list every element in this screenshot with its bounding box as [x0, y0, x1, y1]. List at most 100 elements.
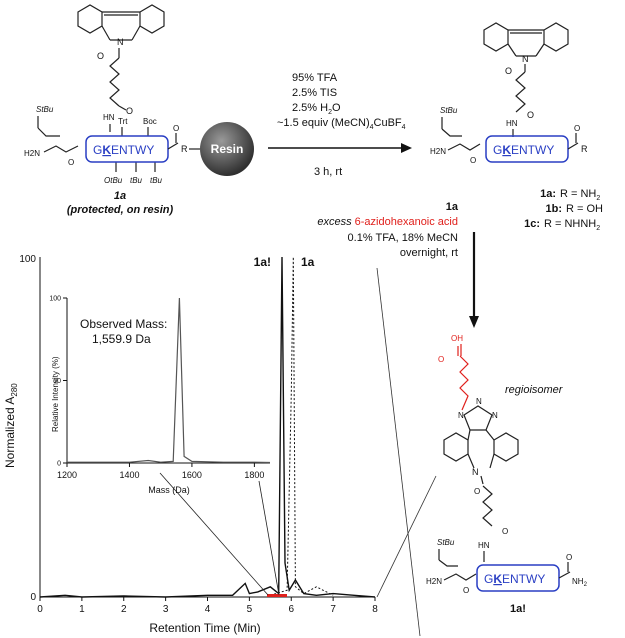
arrowhead-2: [469, 316, 479, 328]
inset-connector-2: [258, 480, 280, 596]
atom-o: O: [97, 51, 104, 61]
product-carbonyl-o-2: O: [574, 124, 580, 133]
atom-n: N: [117, 37, 124, 47]
reaction-step-1: 95% TFA 2.5% TIS 2.5% H2O ~1.5 equiv (Me…: [268, 72, 412, 178]
triazole-n2: N: [476, 397, 482, 406]
main-y-label: Normalized A280: [3, 383, 19, 468]
mass-spectrum-line: [67, 297, 271, 464]
product-atom-o-2: O: [527, 110, 534, 120]
regio-carbonyl-o: O: [463, 586, 469, 595]
step2-compound: 1a: [446, 201, 459, 213]
reagent-copper: ~1.5 equiv (MeCN)4CuBF4: [277, 117, 406, 131]
retention-marker: [267, 594, 287, 597]
inset-ytick-label: 0: [57, 461, 61, 468]
step2-time: overnight, rt: [400, 247, 458, 259]
inset-xtick-label: 1600: [182, 470, 202, 480]
product-r: R: [581, 144, 588, 154]
stbu-label: StBu: [36, 105, 54, 114]
regio-atom-o: O: [474, 487, 480, 496]
nh-label: HN: [103, 113, 115, 122]
step2-solvent: 0.1% TFA, 18% MeCN: [348, 232, 459, 244]
carbonyl-o: O: [68, 158, 74, 167]
inset-series-group: [67, 297, 271, 464]
step2-acid: excess 6-azidohexanoic acid: [317, 216, 458, 228]
r-def-1a: R = NH2: [560, 188, 600, 202]
tbu-label-1: tBu: [130, 176, 143, 185]
zoom-line-lower: [376, 475, 437, 598]
product-carbonyl-o: O: [470, 156, 476, 165]
r-def-1c: R = NHNH2: [544, 218, 600, 232]
r-def-1a-label: 1a:: [540, 188, 556, 200]
peak-label-1a: 1a: [301, 255, 315, 269]
regio-peptide-sequence: GKENTWY: [484, 572, 545, 586]
main-ytick-0: 0: [30, 592, 36, 603]
inset-xtick-label: 1800: [244, 470, 264, 480]
main-xtick-label: 5: [247, 604, 253, 615]
main-xtick-label: 8: [372, 604, 378, 615]
regio-nh: HN: [478, 541, 490, 550]
hplc-chromatogram: 100 0 Normalized A280 Retention Time (Mi…: [3, 254, 378, 635]
inset-ytick-label: 100: [49, 296, 61, 303]
main-xtick-label: 4: [205, 604, 211, 615]
series-line-1a-prime: [39, 256, 376, 598]
main-xtick-label: 3: [163, 604, 169, 615]
r-def-1b: R = OH: [566, 203, 603, 215]
main-x-label: Retention Time (Min): [149, 621, 260, 635]
regio-stbu: StBu: [437, 538, 455, 547]
regio-h2n: H2N: [426, 577, 442, 586]
product-stbu: StBu: [440, 106, 458, 115]
hexanoic-linker: [459, 355, 469, 411]
product-atom-o: O: [505, 66, 512, 76]
otbu-label: OtBu: [104, 176, 123, 185]
triazole-n1: N: [458, 411, 464, 420]
reagent-water: 2.5% H2O: [292, 102, 341, 116]
r-def-1c-label: 1c:: [524, 218, 540, 230]
azocine-n: N: [472, 467, 479, 477]
regio-compound-label: 1a!: [510, 603, 526, 615]
h2n-label: H2N: [24, 149, 40, 158]
acid-o: O: [438, 355, 444, 364]
regioisomer-structure: OH O regioisomer N N N N O O HN StBu H2N…: [426, 334, 588, 615]
inset-background: [67, 298, 270, 468]
reaction-step-2: 1a excess 6-azidohexanoic acid 0.1% TFA,…: [317, 201, 479, 328]
inset-x-label: Mass (Da): [148, 485, 190, 495]
triazole-n3: N: [492, 411, 498, 420]
main-xtick-label: 7: [330, 604, 336, 615]
observed-mass-value: 1,559.9 Da: [92, 332, 151, 346]
reagent-time: 3 h, rt: [314, 166, 342, 178]
resin-bead: [200, 122, 254, 176]
r-def-1b-label: 1b:: [546, 203, 563, 215]
acid-oh: OH: [451, 334, 463, 343]
regio-carbonyl-o-2: O: [566, 553, 572, 562]
peak-label-1a-prime: 1a!: [254, 255, 271, 269]
main-xtick-label: 1: [79, 604, 85, 615]
resin-label: Resin: [211, 142, 244, 156]
inset-x-ticks: 1200 1400 1600 1800: [57, 463, 264, 480]
protected-caption: (protected, on resin): [67, 204, 174, 216]
peptide-sequence: GKENTWY: [93, 143, 154, 157]
product-nh: HN: [506, 119, 518, 128]
main-xtick-label: 0: [37, 604, 43, 615]
protected-peptide-structure: N O O HN StBu H2N O Trt Boc OtBu tBu tBu…: [24, 4, 254, 216]
product-atom-n: N: [522, 54, 529, 64]
main-ytick-100: 100: [19, 254, 36, 265]
product-h2n: H2N: [430, 147, 446, 156]
product-peptide-sequence: GKENTWY: [493, 143, 554, 157]
regio-nh2: NH2: [572, 577, 588, 588]
inset-xtick-label: 1200: [57, 470, 77, 480]
regioisomer-label: regioisomer: [505, 384, 564, 396]
zoom-line-upper: [376, 267, 421, 637]
reagent-tis: 2.5% TIS: [292, 87, 337, 99]
benzene-ring-left: [77, 4, 103, 34]
benzene-ring-right: [139, 4, 165, 34]
main-xtick-label: 6: [288, 604, 294, 615]
inset-y-label: Relative Intensity (%): [51, 356, 60, 432]
inset-xtick-label: 1400: [119, 470, 139, 480]
reagent-tfa: 95% TFA: [292, 72, 338, 84]
arrowhead-1: [401, 143, 412, 153]
triazole-ring: [463, 405, 493, 431]
